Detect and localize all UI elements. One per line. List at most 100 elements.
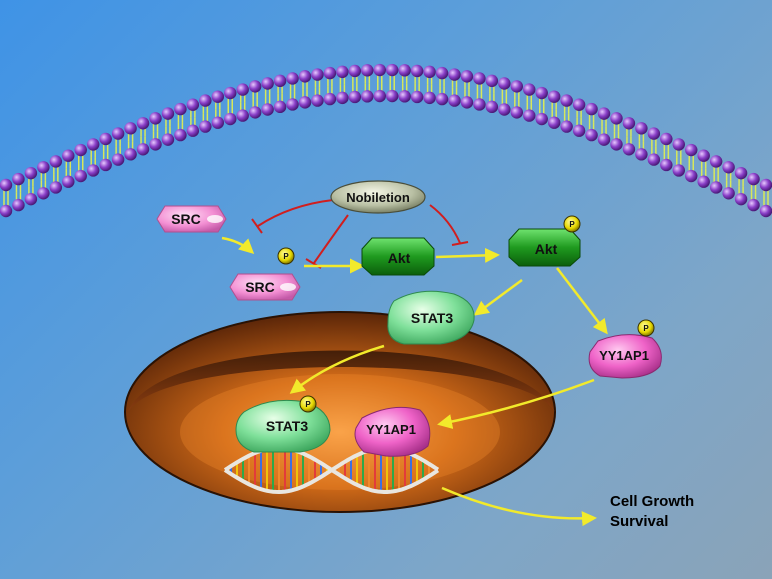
lipid-head [460, 96, 474, 109]
outcome-label: Cell Growth Survival [610, 492, 694, 532]
lipid-head [398, 64, 411, 77]
lipid-head [510, 106, 524, 119]
lipid-head [572, 124, 586, 137]
phosphate-icon: P [299, 395, 317, 413]
stat3-label: STAT3 [411, 310, 453, 326]
lipid-head [211, 116, 225, 129]
lipid-head [435, 66, 449, 80]
yy1ap1-label: YY1AP1 [599, 348, 649, 363]
arrow-pakt-to-yy1ap1 [556, 267, 608, 335]
stat3-node: STAT3 [387, 290, 475, 345]
nobiletin-node: Nobiletion [330, 180, 426, 214]
lipid-head [448, 68, 461, 81]
svg-text:P: P [283, 252, 289, 261]
lipid-head [286, 98, 299, 111]
inhibition-lines [251, 199, 469, 269]
inhibit-src-line [257, 199, 334, 227]
lipid-heads [0, 63, 772, 218]
lipid-head [261, 77, 274, 90]
lipid-head [597, 107, 611, 120]
lipid-head [24, 192, 38, 206]
lipid-head [498, 103, 511, 116]
lipid-head [49, 155, 63, 168]
lipid-head [610, 112, 623, 125]
lipid-head [585, 128, 598, 142]
lipid-head [348, 90, 362, 104]
lipid-head [547, 90, 561, 103]
lipid-head [62, 149, 75, 162]
lipid-head [386, 63, 399, 77]
lipid-head [336, 91, 349, 105]
akt-label: Akt [388, 250, 411, 266]
lipid-head [734, 166, 748, 180]
lipid-head [273, 100, 287, 114]
lipid-head [423, 65, 436, 79]
lipid-head [336, 65, 349, 79]
src-node: SRC [156, 205, 227, 233]
lipid-head [759, 204, 772, 218]
lipid-head [248, 80, 262, 93]
cell-membrane [0, 63, 772, 218]
lipid-head [224, 86, 237, 100]
src-phospho-node: SRC P [229, 247, 301, 301]
lipid-head [348, 64, 362, 78]
lipid-head [236, 109, 249, 122]
lipid-head [62, 175, 75, 188]
lipid-head [311, 94, 324, 107]
phosphate-icon: P [637, 319, 655, 337]
lipid-head [186, 98, 200, 111]
stat3-nuclear-label: STAT3 [266, 418, 308, 434]
lipid-head [672, 164, 685, 177]
yy1ap1-nuclear-node: YY1AP1 [354, 406, 431, 457]
lipid-head [49, 181, 63, 194]
lipid-head [759, 178, 772, 192]
lipid-head [273, 74, 287, 88]
akt-phospho-label: Akt [535, 241, 558, 257]
lipid-head [460, 70, 474, 83]
lipid-head [286, 72, 299, 85]
lipid-head [0, 178, 13, 192]
lipid-head [361, 90, 374, 103]
arrow-to-outcome [441, 486, 597, 527]
lipid-head [722, 161, 735, 174]
lipid-head [523, 83, 536, 96]
lipid-head [410, 90, 424, 104]
lipid-head [572, 98, 586, 111]
phosphate-icon: P [277, 247, 295, 265]
svg-text:P: P [305, 400, 311, 409]
lipid-head [248, 106, 262, 119]
lipid-head [423, 91, 436, 105]
lipid-head [485, 100, 499, 114]
lipid-head [161, 133, 175, 146]
svg-text:P: P [569, 220, 575, 229]
lipid-head [685, 169, 698, 183]
stat3-nuclear-node: STAT3 P [235, 395, 331, 453]
lipid-head [311, 68, 324, 81]
lipid-head [361, 64, 374, 77]
lipid-head [709, 181, 723, 194]
lipid-head [373, 63, 386, 77]
lipid-head [585, 102, 598, 116]
arrow-pakt-to-stat3 [473, 278, 523, 316]
lipid-head [149, 138, 162, 151]
lipid-head [697, 149, 710, 162]
lipid-head [0, 204, 13, 218]
lipid-head [24, 166, 38, 180]
lipid-head [186, 124, 200, 137]
lipid-head [99, 158, 112, 172]
lipid-head [747, 198, 760, 212]
phosphate-icon: P [563, 215, 581, 233]
lipid-head [386, 89, 399, 103]
lipid-head [199, 120, 212, 133]
outcome-line-survival: Survival [610, 513, 669, 530]
lipid-head [74, 143, 87, 157]
lipid-head [535, 86, 548, 100]
svg-text:P: P [643, 324, 649, 333]
lipid-head [111, 153, 125, 166]
lipid-head [373, 89, 386, 103]
lipid-head [99, 132, 112, 146]
lipid-head [473, 72, 486, 85]
lipid-head [398, 90, 411, 103]
src-label: SRC [171, 211, 201, 227]
